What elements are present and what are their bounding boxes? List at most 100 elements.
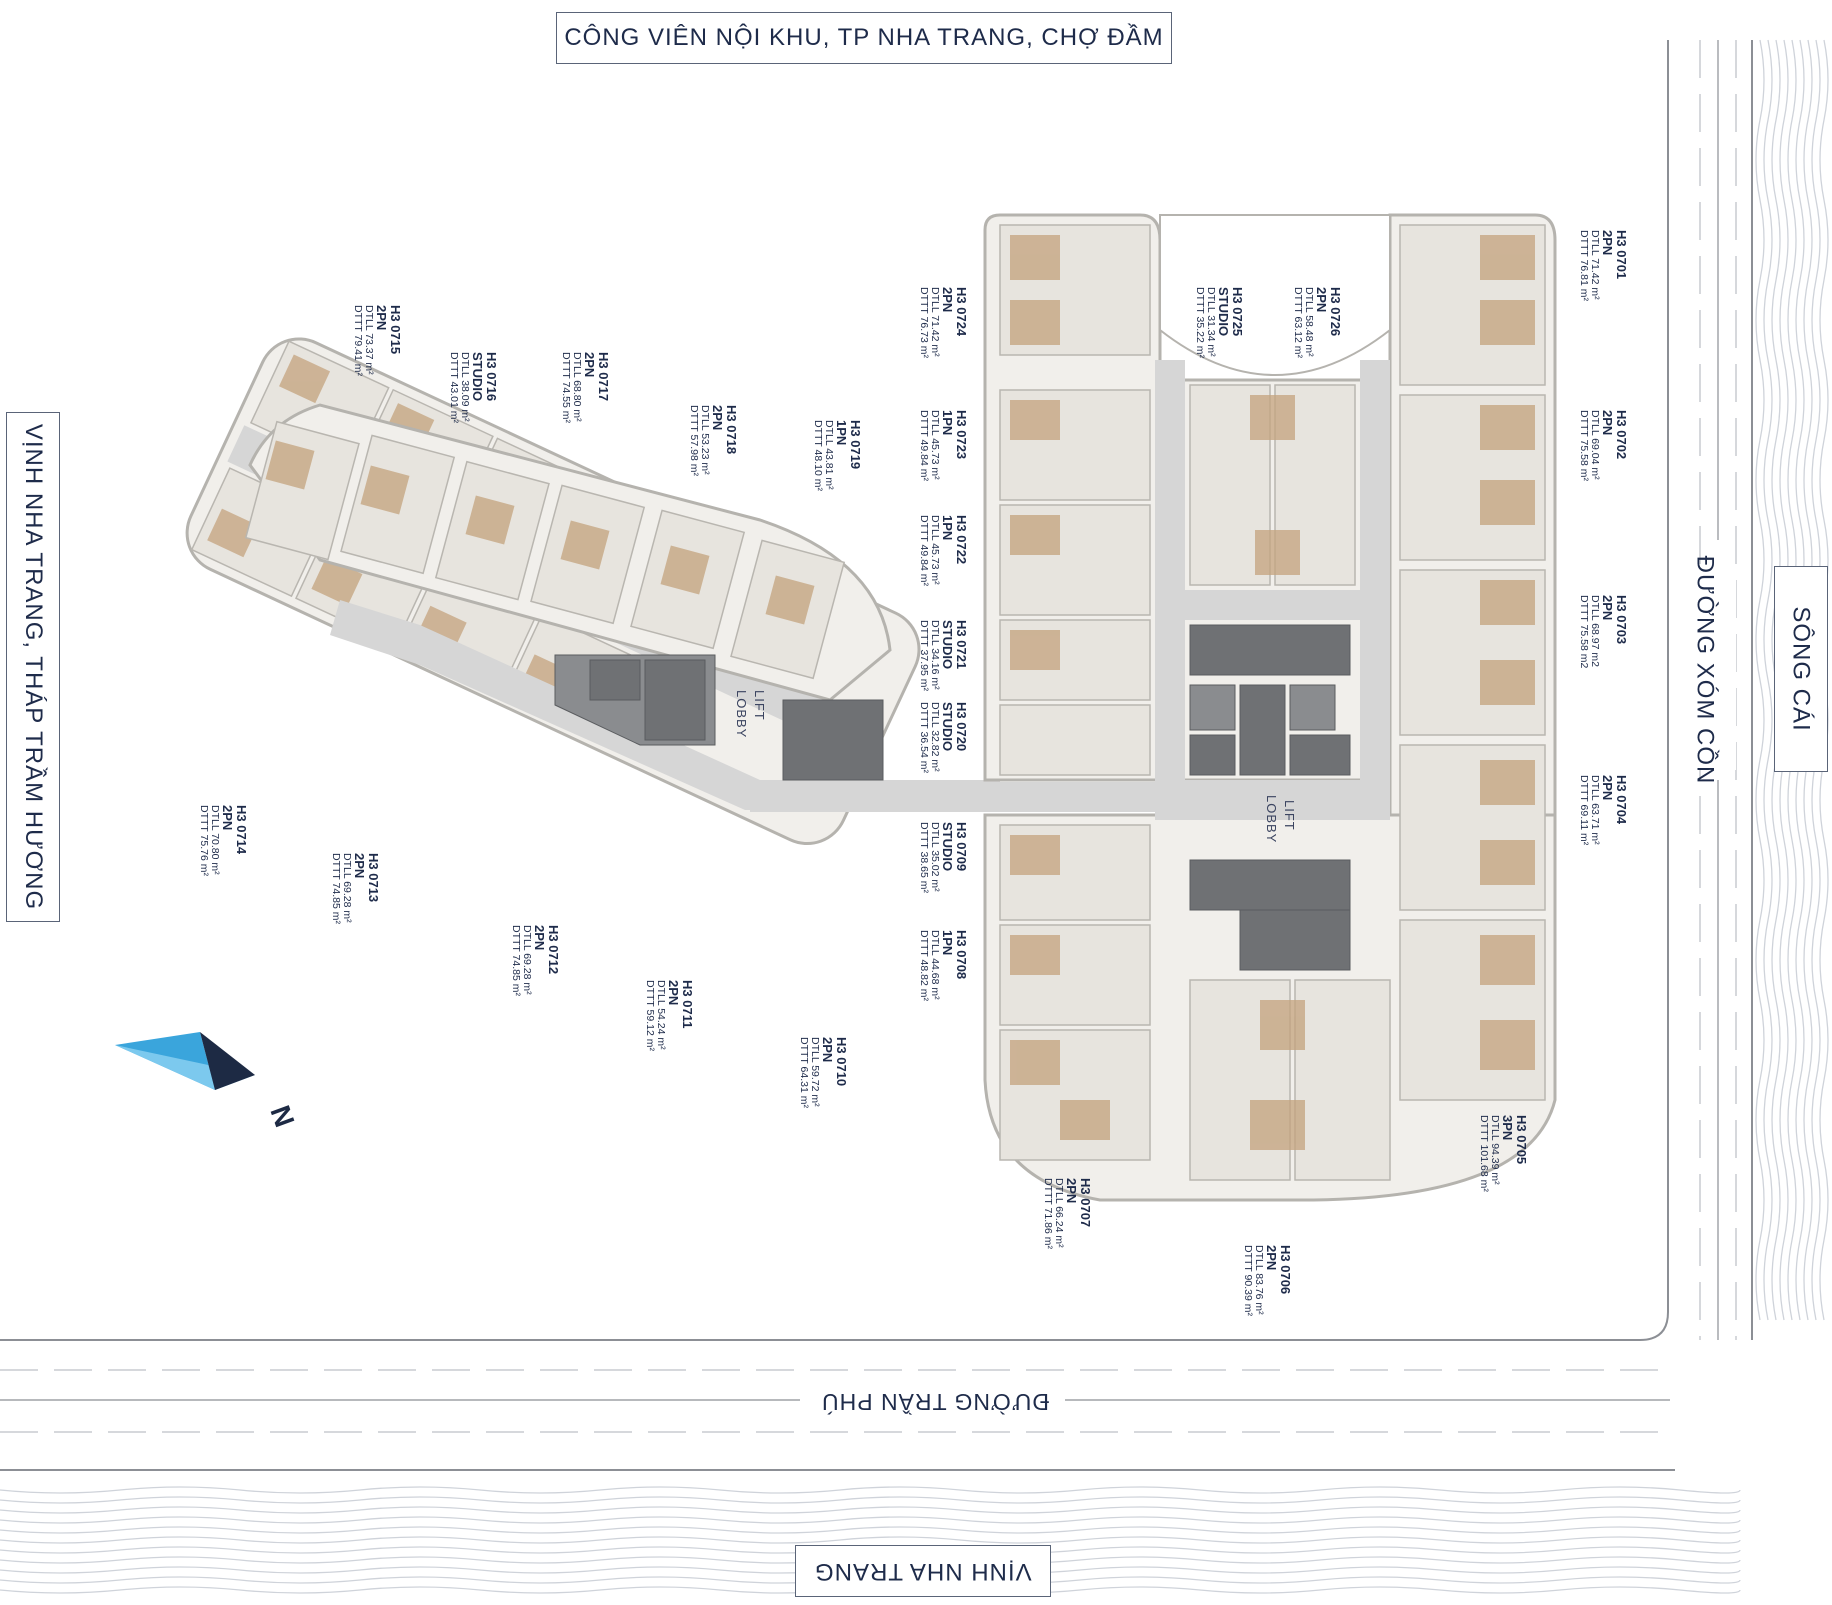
unit-dttt: DTTT 63.12 m² — [1291, 287, 1304, 358]
label-west-bay-text: VỊNH NHA TRANG, THÁP TRẦM HƯƠNG — [20, 423, 47, 911]
unit-type: 2PN — [1599, 595, 1615, 621]
unit-code: H3 0708 — [954, 930, 969, 980]
unit-code: H3 0719 — [848, 420, 863, 470]
unit-dttt: DTTT 43.01 m² — [447, 352, 460, 423]
unit-code: H3 0705 — [1514, 1115, 1529, 1165]
unit-dtll: DTLL 31.34 m² — [1204, 287, 1217, 357]
unit-dtll: DTLL 63.71 m² — [1588, 775, 1601, 845]
unit-dttt: DTTT 69.11 m² — [1577, 775, 1590, 846]
compass-icon — [115, 1032, 255, 1090]
north-west-wing — [244, 403, 892, 702]
unit-type: 2PN — [373, 305, 389, 331]
unit-type: 1PN — [833, 420, 849, 446]
unit-dtll: DTLL 44.68 m² — [928, 930, 941, 1000]
label-south-bay: VỊNH NHA TRANG — [795, 1545, 1051, 1597]
unit-dtll: DTLL 71.42 m² — [928, 287, 941, 357]
unit-type: STUDIO — [1215, 287, 1231, 337]
lobby-label-west-2: LOBBY — [734, 690, 749, 738]
unit-dtll: DTLL 58.48 m² — [1302, 287, 1315, 357]
unit-type: STUDIO — [469, 352, 485, 402]
label-east-river: SÔNG CÁI — [1774, 566, 1828, 772]
unit-code: H3 0712 — [546, 925, 561, 975]
unit-code: H3 0710 — [834, 1037, 849, 1087]
unit-dtll: DTLL 45.73 m² — [928, 410, 941, 480]
unit-code: H3 0714 — [234, 805, 249, 855]
label-east-street: ĐƯỜNG XÓM CỒN — [1672, 556, 1736, 784]
unit-dttt: DTTT 75.58 m² — [1577, 410, 1590, 481]
label-south-street-text: ĐƯỜNG TRẦN PHÚ — [820, 1388, 1049, 1415]
unit-type: 2PN — [581, 352, 597, 378]
unit-code: H3 0707 — [1078, 1178, 1093, 1228]
unit-dtll: DTLL 69.28 m² — [340, 853, 353, 923]
unit-type: STUDIO — [939, 702, 955, 752]
unit-dtll: DTLL 53.23 m² — [698, 405, 711, 475]
compass-label: N — [264, 1101, 300, 1131]
label-south-street: ĐƯỜNG TRẦN PHÚ — [810, 1384, 1060, 1418]
unit-dtll: DTLL 94.39 m² — [1488, 1115, 1501, 1185]
unit-code: H3 0721 — [954, 620, 969, 670]
unit-dttt: DTTT 74.55 m² — [559, 352, 572, 423]
unit-code: H3 0723 — [954, 410, 969, 460]
unit-dtll: DTLL 73.37 m² — [362, 305, 375, 375]
unit-dttt: DTTT 101.68 m² — [1477, 1115, 1490, 1192]
unit-code: H3 0715 — [388, 305, 403, 355]
label-south-bay-text: VỊNH NHA TRANG — [814, 1558, 1032, 1585]
unit-code: H3 0702 — [1614, 410, 1629, 460]
unit-dtll: DTLL 32.82 m² — [928, 702, 941, 772]
lobby-label-east-2: LOBBY — [1264, 795, 1279, 843]
unit-dtll: DTLL 54.24 m² — [654, 980, 667, 1050]
unit-type: 2PN — [531, 925, 547, 951]
unit-code: H3 0704 — [1614, 775, 1629, 825]
unit-dtll: DTLL 66.24 m² — [1052, 1178, 1065, 1248]
unit-type: 1PN — [939, 515, 955, 541]
unit-code: H3 0706 — [1278, 1245, 1293, 1295]
unit-type: 2PN — [665, 980, 681, 1006]
unit-dtll: DTLL 38.09 m² — [458, 352, 471, 422]
unit-code: H3 0716 — [484, 352, 499, 402]
unit-code: H3 0703 — [1614, 595, 1629, 645]
unit-dttt: DTTT 48.10 m² — [811, 420, 824, 491]
unit-type: 2PN — [1599, 230, 1615, 256]
unit-dttt: DTTT 75.76 m² — [197, 805, 210, 876]
unit-type: 2PN — [939, 287, 955, 313]
unit-dttt: DTTT 59.12 m² — [643, 980, 656, 1051]
west-core — [554, 654, 884, 781]
unit-code: H3 0722 — [954, 515, 969, 565]
unit-dtll: DTLL 59.72 m² — [808, 1037, 821, 1107]
unit-dttt: DTTT 35.22 m² — [1193, 287, 1206, 358]
unit-dttt: DTTT 79.41 m² — [351, 305, 364, 376]
label-north-park: CÔNG VIÊN NỘI KHU, TP NHA TRANG, CHỢ ĐẦM — [556, 12, 1172, 64]
unit-type: 2PN — [219, 805, 235, 831]
unit-dttt: DTTT 49.84 m² — [917, 410, 930, 481]
unit-dtll: DTLL 68.97 m2 — [1588, 595, 1601, 667]
unit-dtll: DTLL 69.28 m² — [520, 925, 533, 995]
unit-type: 3PN — [1499, 1115, 1515, 1141]
unit-dtll: DTLL 69.04 m² — [1588, 410, 1601, 480]
unit-dttt: DTTT 74.85 m² — [509, 925, 522, 996]
unit-code: H3 0711 — [680, 980, 695, 1029]
label-west-bay: VỊNH NHA TRANG, THÁP TRẦM HƯƠNG — [6, 412, 60, 922]
unit-dtll: DTLL 34.16 m² — [928, 620, 941, 690]
unit-type: 2PN — [1599, 410, 1615, 436]
lobby-label-west: LIFT — [752, 690, 767, 721]
unit-type: 2PN — [709, 405, 725, 431]
unit-code: H3 0709 — [954, 822, 969, 872]
unit-code: H3 0717 — [596, 352, 611, 402]
